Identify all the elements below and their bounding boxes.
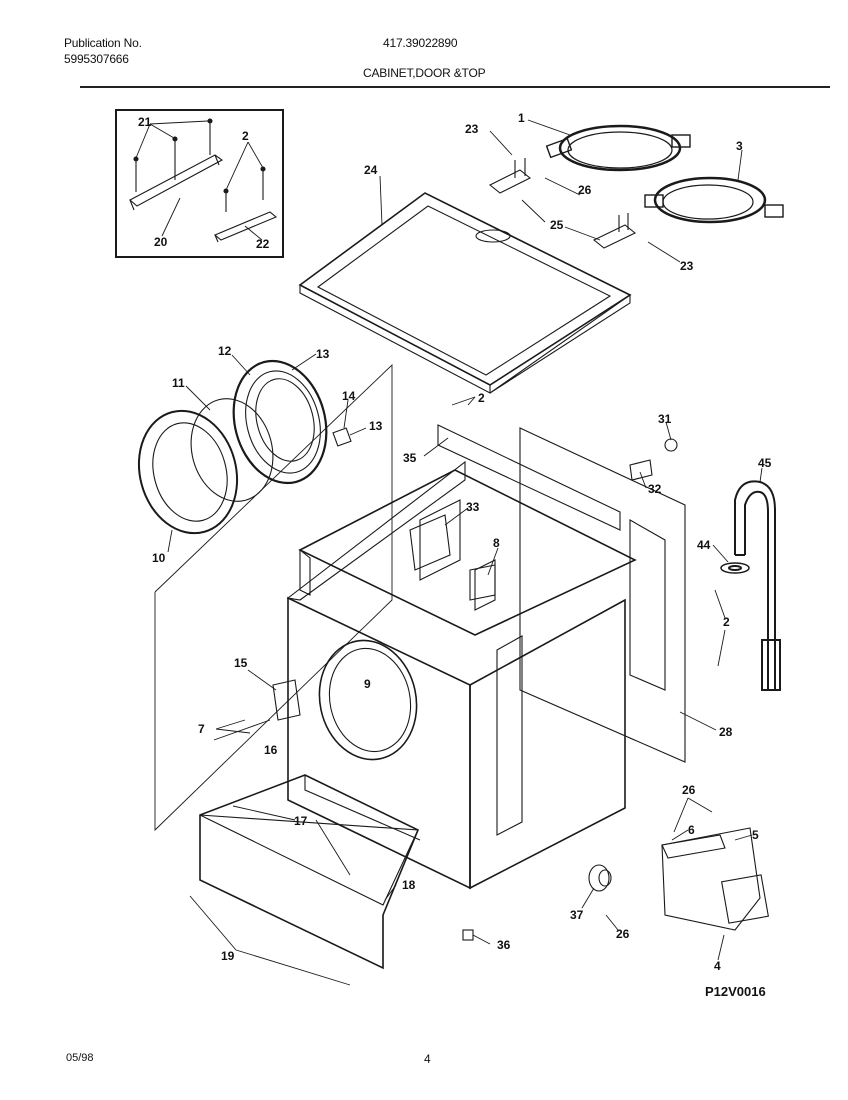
inlet-hose-1 [545,124,691,172]
callout-16: 16 [264,743,278,757]
callout-28: 28 [719,725,733,739]
drain-hose [720,480,781,691]
footer-date: 05/98 [66,1052,94,1064]
callout-11: 11 [172,376,185,390]
callout-44: 44 [697,538,711,552]
callout-21: 21 [138,115,152,129]
callout-9: 9 [364,677,371,691]
callout-6: 6 [688,823,695,837]
callout-23-b: 23 [680,259,694,273]
callout-1: 1 [518,111,525,125]
callout-45: 45 [758,456,772,470]
callout-17: 17 [294,814,308,828]
top-panel [298,192,632,394]
callout-20: 20 [154,235,168,249]
callout-4: 4 [714,959,721,973]
callout-23: 23 [465,122,479,136]
callout-12: 12 [218,344,232,358]
callout-2-c: 2 [723,615,730,629]
callout-19: 19 [221,949,235,963]
callout-18: 18 [402,878,416,892]
callout-15: 15 [234,656,248,670]
cabinet [286,424,686,890]
publication-label: Publication No. [64,36,142,50]
callout-26-b: 26 [682,783,696,797]
figure-code: P12V0016 [705,984,766,999]
callout-31: 31 [658,412,672,426]
callout-2-b: 2 [478,391,485,405]
inlet-hose-3 [644,176,784,224]
leader-lines [135,119,763,986]
callout-5: 5 [752,828,759,842]
callout-22: 22 [256,237,270,251]
small-components [272,438,678,941]
callout-8: 8 [493,536,500,550]
callout-36: 36 [497,938,511,952]
callout-33: 33 [466,500,480,514]
control-bracket [661,827,769,931]
footer-page-number: 4 [424,1052,431,1066]
callout-25: 25 [550,218,564,232]
callout-3: 3 [736,139,743,153]
callout-2: 2 [242,129,249,143]
callout-32: 32 [648,482,662,496]
toe-panel [199,774,421,970]
callout-24: 24 [364,163,378,177]
header-rule [80,86,830,88]
inset-bracket-box [115,109,284,258]
section-title: CABINET,DOOR &TOP [363,66,486,80]
callout-13-b: 13 [369,419,383,433]
callout-13: 13 [316,347,330,361]
publication-number: 5995307666 [64,52,129,66]
callout-10: 10 [152,551,166,565]
callout-35: 35 [403,451,417,465]
model-number: 417.39022890 [383,36,458,50]
callout-26-c: 26 [616,927,630,941]
callout-14: 14 [342,389,356,403]
top-brackets [488,158,637,249]
callout-26: 26 [578,183,592,197]
door-assembly [137,359,393,832]
callout-7: 7 [198,722,205,736]
callout-37: 37 [570,908,584,922]
